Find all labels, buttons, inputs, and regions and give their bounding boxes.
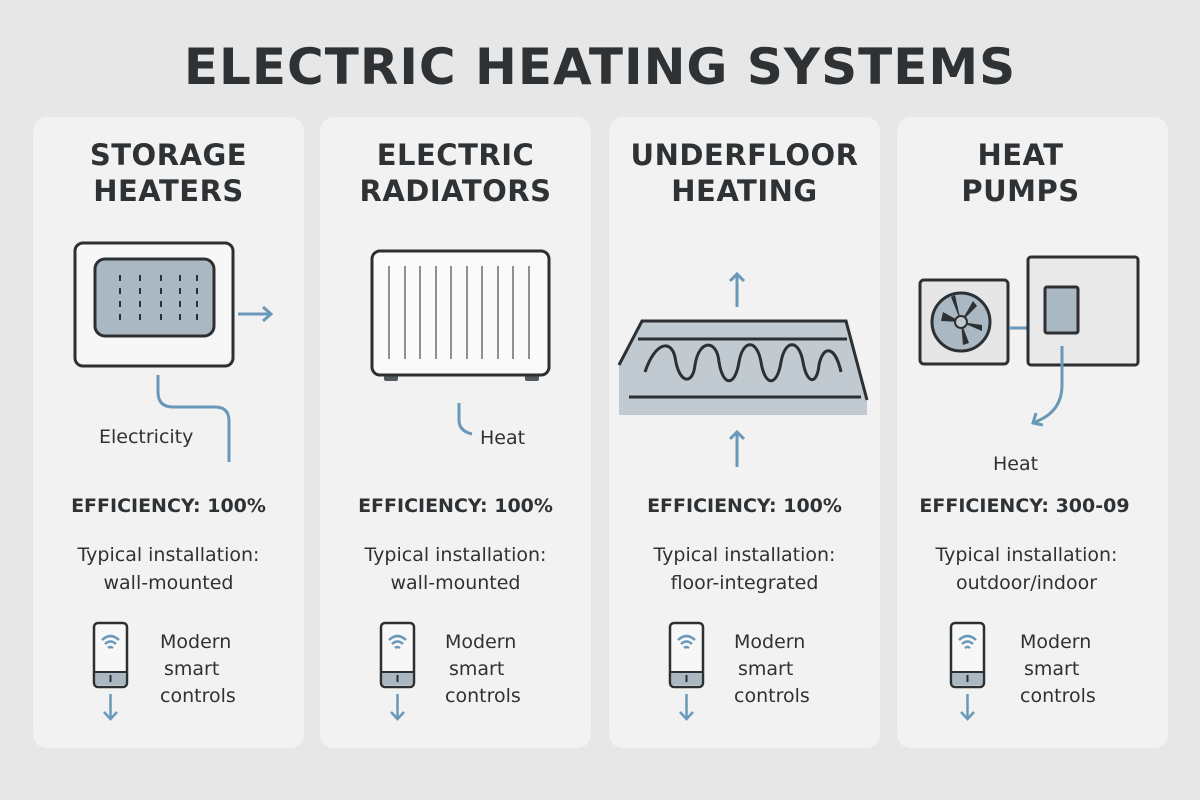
controls-line-3: controls [734,685,810,707]
controls-line-2: smart [164,658,220,680]
card-title: UNDERFLOOR HEATING [609,137,880,209]
efficiency-label: EFFICIENCY: 100% [71,495,266,517]
controls-line-1: Modern [734,631,806,653]
title-line-1: ELECTRIC [376,138,535,172]
installation-label: Typical installation: [653,544,836,566]
card-title: STORAGE HEATERS [33,137,304,209]
controls-line-3: controls [445,685,521,707]
title-line-2: HEATING [671,174,818,208]
installation-info: Typical installation: floor-integrated [609,541,880,597]
smartphone-icon [668,621,705,721]
underfloor-heating-icon [617,271,869,467]
installation-label: Typical installation: [77,544,260,566]
smart-controls-label: Modern smart controls [160,629,236,710]
title-line-1: HEAT [977,138,1064,172]
controls-line-3: controls [1020,685,1096,707]
installation-label: Typical installation: [364,544,547,566]
card-title: ELECTRIC RADIATORS [320,137,591,209]
heat-pump-icon [918,255,1140,427]
card-underfloor-heating: UNDERFLOOR HEATING EFFICIENCY: 100% Typi… [609,117,880,748]
installation-value: wall-mounted [103,572,234,594]
controls-line-1: Modern [160,631,232,653]
efficiency-label: EFFICIENCY: 100% [358,495,553,517]
smart-controls-label: Modern smart controls [734,629,810,710]
smartphone-icon [949,621,986,721]
controls-line-3: controls [160,685,236,707]
heat-label: Heat [993,453,1039,475]
efficiency-label: EFFICIENCY: 100% [647,495,842,517]
controls-line-2: smart [449,658,505,680]
radiator-icon [370,249,551,436]
title-line-2: HEATERS [93,174,244,208]
installation-info: Typical installation: outdoor/indoor [891,541,1162,597]
controls-line-2: smart [1024,658,1080,680]
card-electric-radiators: ELECTRIC RADIATORS Heat EFFICIENCY: 100%… [320,117,591,748]
controls-line-1: Modern [445,631,517,653]
smartphone-icon [92,621,129,721]
smart-controls-label: Modern smart controls [445,629,521,710]
efficiency-label: EFFICIENCY: 300-09 [919,495,1130,517]
smart-controls-label: Modern smart controls [1020,629,1096,710]
installation-info: Typical installation: wall-mounted [33,541,304,597]
page-title: ELECTRIC HEATING SYSTEMS [183,38,1017,96]
card-title: HEAT PUMPS [885,137,1156,209]
electricity-label: Electricity [99,426,194,448]
heat-label: Heat [480,427,526,449]
smartphone-icon [379,621,416,721]
title-line-2: PUMPS [961,174,1080,208]
card-storage-heaters: STORAGE HEATERS Electricity EFFICIENCY: … [33,117,304,748]
title-line-1: UNDERFLOOR [630,138,859,172]
installation-label: Typical installation: [935,544,1118,566]
installation-value: outdoor/indoor [955,572,1098,594]
title-line-2: RADIATORS [359,174,552,208]
installation-value: floor-integrated [670,572,819,594]
installation-value: wall-mounted [390,572,521,594]
title-line-1: STORAGE [89,138,248,172]
installation-info: Typical installation: wall-mounted [320,541,591,597]
controls-line-1: Modern [1020,631,1092,653]
storage-heater-icon [73,241,274,462]
controls-line-2: smart [738,658,794,680]
card-heat-pumps: HEAT PUMPS Heat EFFICIENCY: 300-09 Typic… [897,117,1168,748]
